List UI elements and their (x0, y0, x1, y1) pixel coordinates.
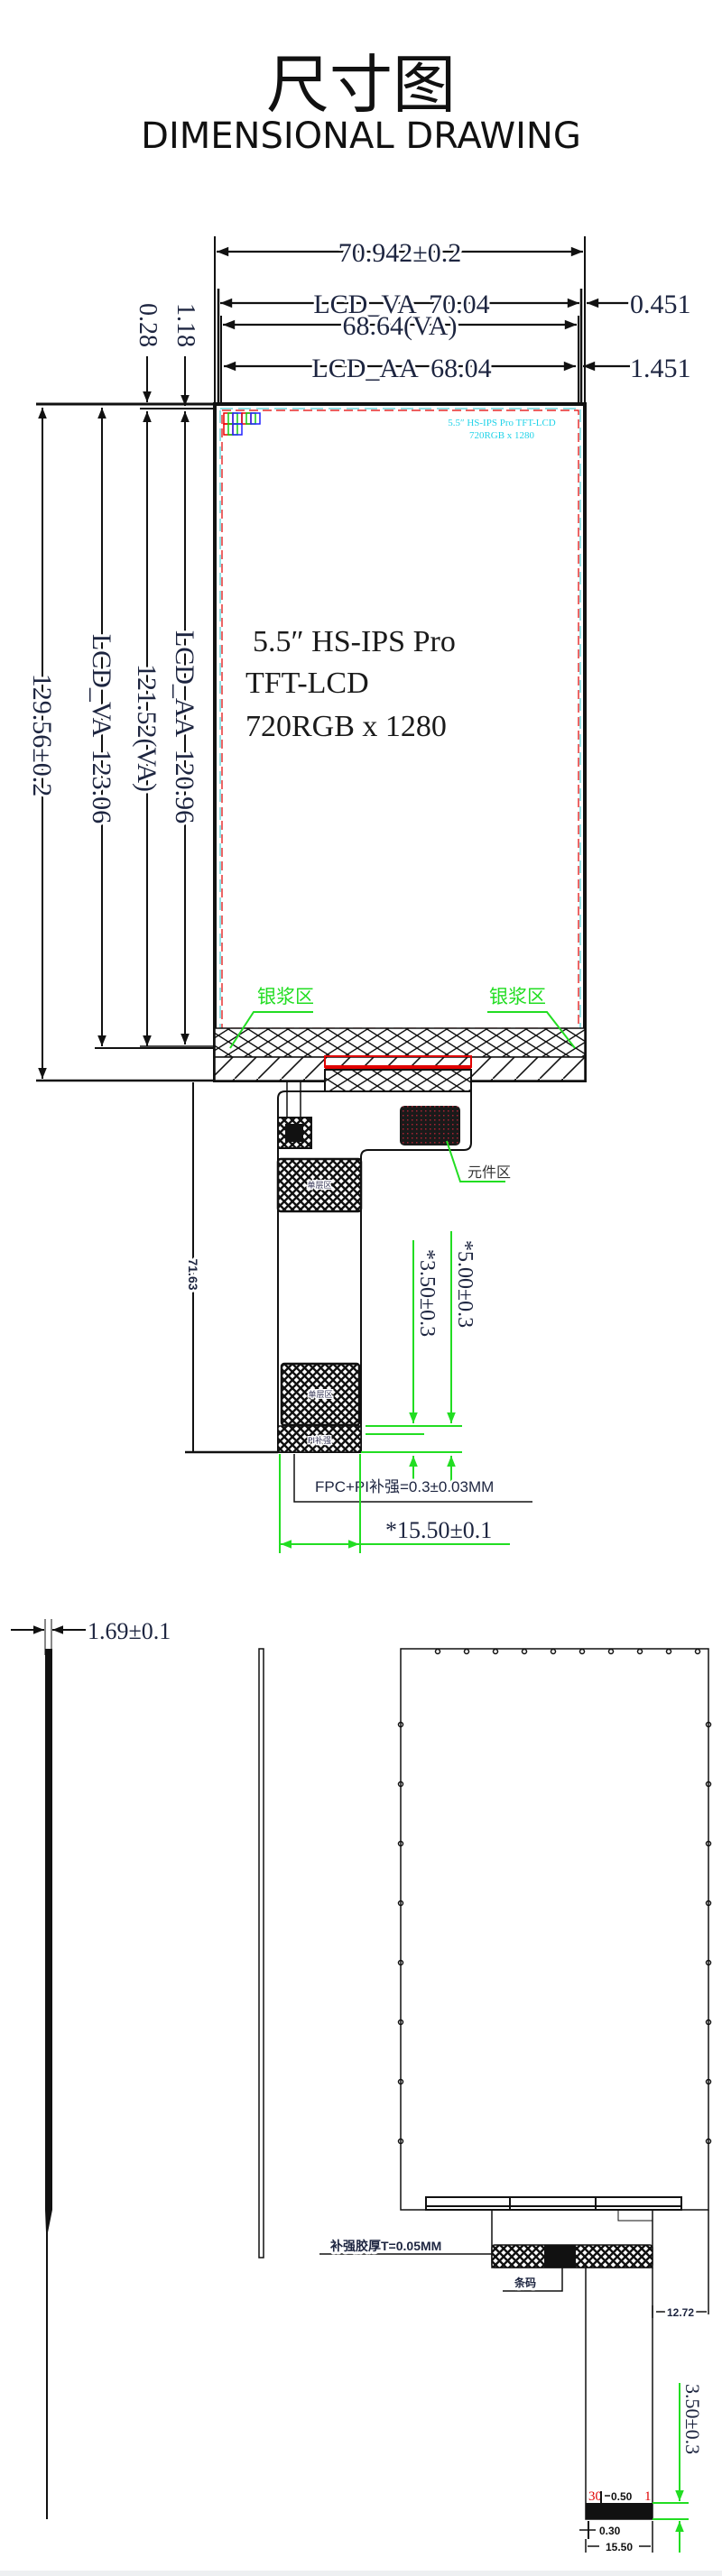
side-view: 1.69±0.1 (11, 1615, 264, 2519)
frame-notch (607, 1648, 615, 1655)
frame-notch (397, 1780, 404, 1788)
stiffener-note: FPC+PI补强=0.3±0.03MM (315, 1478, 494, 1495)
frame-notch (705, 2138, 712, 2145)
panel-info-small-line1: 5.5″ HS-IPS Pro TFT-LCD (448, 418, 556, 428)
panel-info-small-line2: 720RGB x 1280 (469, 430, 535, 441)
top-offset-a-label: 0.28 (134, 303, 162, 347)
barcode-label: 条码 (514, 2276, 536, 2289)
component-area-label: 元件区 (467, 1164, 511, 1181)
back-frame-notches (397, 1648, 712, 2145)
frame-notch (397, 1840, 404, 1847)
fpc-length-label: 71.63 (186, 1258, 200, 1290)
offset-label: 12.72 (667, 2306, 694, 2319)
frame-notch (705, 1721, 712, 1728)
panel-model-line2: TFT-LCD (245, 667, 369, 700)
silver-paste-label-left: 银浆区 (257, 986, 314, 1007)
frame-notch (705, 1780, 712, 1788)
single-layer-label-2: 单层区 (308, 1389, 332, 1400)
frame-notch (397, 1959, 404, 1966)
panel-model-line1: 5.5″ HS-IPS Pro (253, 625, 456, 658)
dim-500-label: *5.00±0.3 (453, 1240, 477, 1328)
pi-stiffener-label: PI补强 (308, 1435, 331, 1446)
va-height-label: 121.52(VA) (132, 664, 162, 792)
dim-350-label: *3.50±0.3 (415, 1249, 439, 1337)
frame-notch (492, 1648, 499, 1655)
overall-width-label: 70.942±0.2 (338, 238, 461, 268)
frame-notch (397, 2078, 404, 2085)
frame-notch (705, 1840, 712, 1847)
lcd-va-width-label: LCD_VA 70.04 (313, 290, 489, 319)
lcd-panel-front: 5.5″ HS-IPS Pro TFT-LCD 720RGB x 1280 5.… (213, 402, 587, 1082)
rgb-pixel-icon (223, 412, 261, 436)
back-view: 补强胶厚T=0.05MM 条码 12.72 3.50±0.3 30 0.50 1… (319, 1648, 712, 2553)
width-label: 15.50 (606, 2541, 633, 2553)
frame-notch (579, 1648, 586, 1655)
page-subtitle: DIMENSIONAL DRAWING (141, 115, 581, 157)
frame-notch (705, 1959, 712, 1966)
frame-notch (694, 1648, 701, 1655)
frame-notch (705, 1900, 712, 1907)
frame-notch (705, 2019, 712, 2026)
frame-notch (397, 2019, 404, 2026)
frame-notch (434, 1648, 441, 1655)
page-title: 尺寸图 (266, 48, 456, 122)
frame-notch (665, 1648, 672, 1655)
page-bottom-edge (0, 2571, 722, 2576)
pin-width-label: 0.30 (599, 2525, 621, 2537)
thickness-label: 1.69±0.1 (88, 1618, 171, 1644)
fpc-front: 元件区 单层区 单层区 PI补强 71.63 *3.50±0.3 *5.00±0… (183, 1055, 532, 1553)
tail-dim-label: 3.50±0.3 (681, 2384, 704, 2454)
overall-height-label: 129.56±0.2 (27, 674, 57, 796)
silver-paste-label-right: 银浆区 (489, 986, 546, 1007)
frame-notch (397, 1721, 404, 1728)
stiffener-tape-label: 补强胶厚T=0.05MM (329, 2239, 441, 2253)
frame-notch (636, 1648, 643, 1655)
left-dimensions: 129.56±0.2 LCD_VA 123.06 121.52(VA) LCD_… (24, 402, 215, 1082)
lcd-aa-height-label: LCD_AA 120.96 (170, 630, 199, 823)
pin-first-label: 1 (644, 2489, 652, 2504)
panel-model-line3: 720RGB x 1280 (245, 710, 447, 743)
frame-notch (521, 1648, 528, 1655)
lcd-aa-width-label: LCD_AA 68.04 (311, 354, 491, 383)
frame-notch (397, 1900, 404, 1907)
frame-notch (397, 2138, 404, 2145)
fpc-width-label: *15.50±0.1 (385, 1517, 492, 1543)
top-dimensions: 70.942±0.2 LCD_VA 70.04 68.64(VA) LCD_AA… (131, 235, 694, 406)
frame-notch (705, 2078, 712, 2085)
lcd-va-height-label: LCD_VA 123.06 (87, 634, 116, 823)
frame-notch (550, 1648, 557, 1655)
single-layer-label-1: 单层区 (307, 1180, 331, 1191)
right-aa-offset-label: 1.451 (630, 354, 691, 383)
pitch-label: 0.50 (611, 2490, 633, 2503)
right-va-offset-label: 0.451 (630, 290, 691, 319)
pin-last-label: 30 (588, 2489, 602, 2504)
component-area (400, 1106, 460, 1145)
frame-notch (463, 1648, 470, 1655)
top-offset-b-label: 1.18 (171, 303, 199, 347)
va-width-label: 68.64(VA) (343, 311, 458, 341)
